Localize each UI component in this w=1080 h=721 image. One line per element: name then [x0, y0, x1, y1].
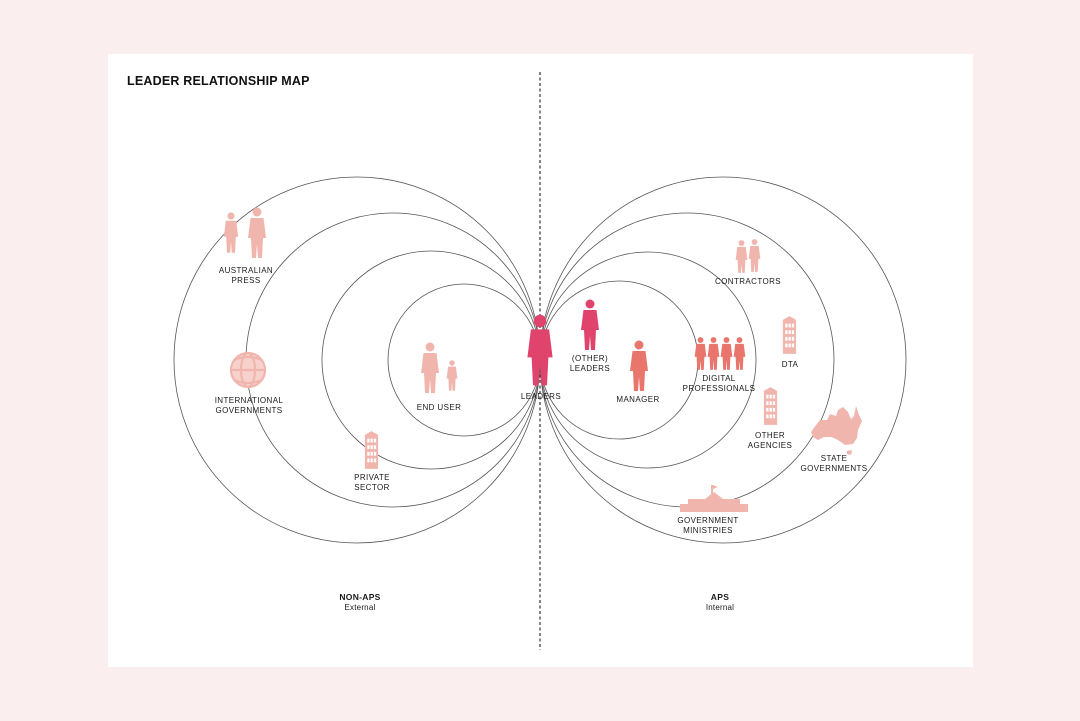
label-line: GOVERNMENTS: [800, 464, 867, 473]
label-line: CONTRACTORS: [715, 277, 781, 286]
label-line: PRESS: [231, 276, 260, 285]
right-ring-inner: [539, 280, 699, 440]
node-manager: MANAGER: [616, 340, 659, 404]
node-government-ministries: GOVERNMENT MINISTRIES: [677, 485, 748, 535]
node-state-governments: STATE GOVERNMENTS: [800, 406, 867, 473]
map-card: LEADER RELATIONSHIP MAP: [108, 54, 973, 667]
node-other-agencies: OTHER AGENCIES: [748, 387, 793, 450]
label-line: MINISTRIES: [683, 526, 733, 535]
section-title: APS: [711, 592, 729, 602]
adult-child-icon: [421, 342, 458, 393]
section-title: NON-APS: [339, 592, 380, 602]
label-line: PROFESSIONALS: [683, 384, 756, 393]
node-leaders: LEADERS: [521, 314, 561, 401]
building-icon: [364, 431, 379, 469]
building-icon: [763, 387, 778, 425]
node-digital-professionals: DIGITAL PROFESSIONALS: [683, 337, 756, 393]
node-dta: DTA: [782, 316, 799, 369]
label-line: DIGITAL: [702, 374, 735, 383]
node-contractors: CONTRACTORS: [715, 239, 781, 286]
label-line: STATE: [821, 454, 848, 463]
australia-map-icon: [811, 406, 862, 455]
label-line: DTA: [782, 360, 799, 369]
left-ring-3: [245, 212, 541, 508]
map-title: LEADER RELATIONSHIP MAP: [127, 74, 310, 88]
globe-icon: [229, 351, 267, 389]
relationship-diagram: AUSTRALIAN PRESS INTERNATIONAL GOVERNMEN…: [173, 72, 907, 650]
node-international-governments: INTERNATIONAL GOVERNMENTS: [215, 351, 284, 415]
label-line: AUSTRALIAN: [219, 266, 273, 275]
label-line: OTHER: [755, 431, 785, 440]
node-private-sector: PRIVATE SECTOR: [354, 431, 390, 492]
label-line: SECTOR: [354, 483, 390, 492]
left-ring-inner: [387, 283, 541, 437]
node-other-leaders: (OTHER) LEADERS: [570, 299, 610, 373]
person-icon: [581, 299, 599, 350]
node-australian-press: AUSTRALIAN PRESS: [219, 207, 273, 285]
section-subtitle: Internal: [706, 603, 734, 612]
node-end-user: END USER: [417, 342, 462, 412]
parliament-icon: [680, 485, 748, 512]
label-line: (OTHER): [572, 354, 608, 363]
label-line: END USER: [417, 403, 462, 412]
group-icon: [694, 337, 746, 370]
people-icon: [735, 239, 761, 273]
label-line: LEADERS: [521, 392, 561, 401]
label-line: GOVERNMENTS: [215, 406, 282, 415]
section-subtitle: External: [345, 603, 376, 612]
building-icon: [782, 316, 797, 354]
label-line: MANAGER: [616, 395, 659, 404]
label-line: LEADERS: [570, 364, 610, 373]
section-non-aps: NON-APS External: [339, 592, 380, 612]
label-line: PRIVATE: [354, 473, 390, 482]
label-line: GOVERNMENT: [677, 516, 738, 525]
person-icon: [630, 340, 648, 391]
label-line: AGENCIES: [748, 441, 793, 450]
label-line: INTERNATIONAL: [215, 396, 284, 405]
section-aps: APS Internal: [706, 592, 734, 612]
